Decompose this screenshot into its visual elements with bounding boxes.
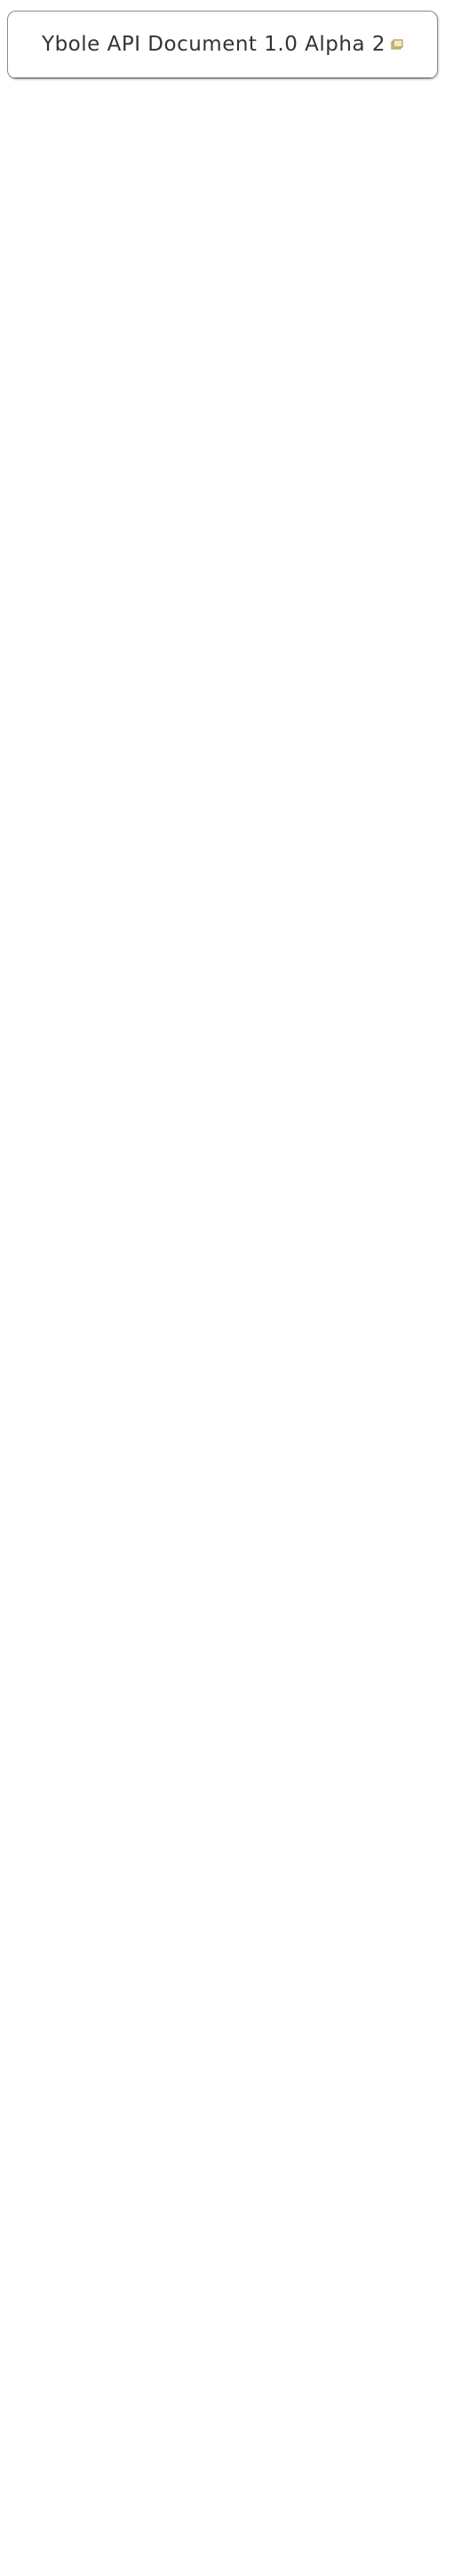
api-document: Ybole API Document 1.0 Alpha 2 apply_sen…	[7, 11, 438, 79]
document-title: Ybole API Document 1.0 Alpha 2	[42, 33, 385, 56]
document-icon	[391, 39, 403, 50]
title-bar: Ybole API Document 1.0 Alpha 2	[8, 12, 437, 78]
